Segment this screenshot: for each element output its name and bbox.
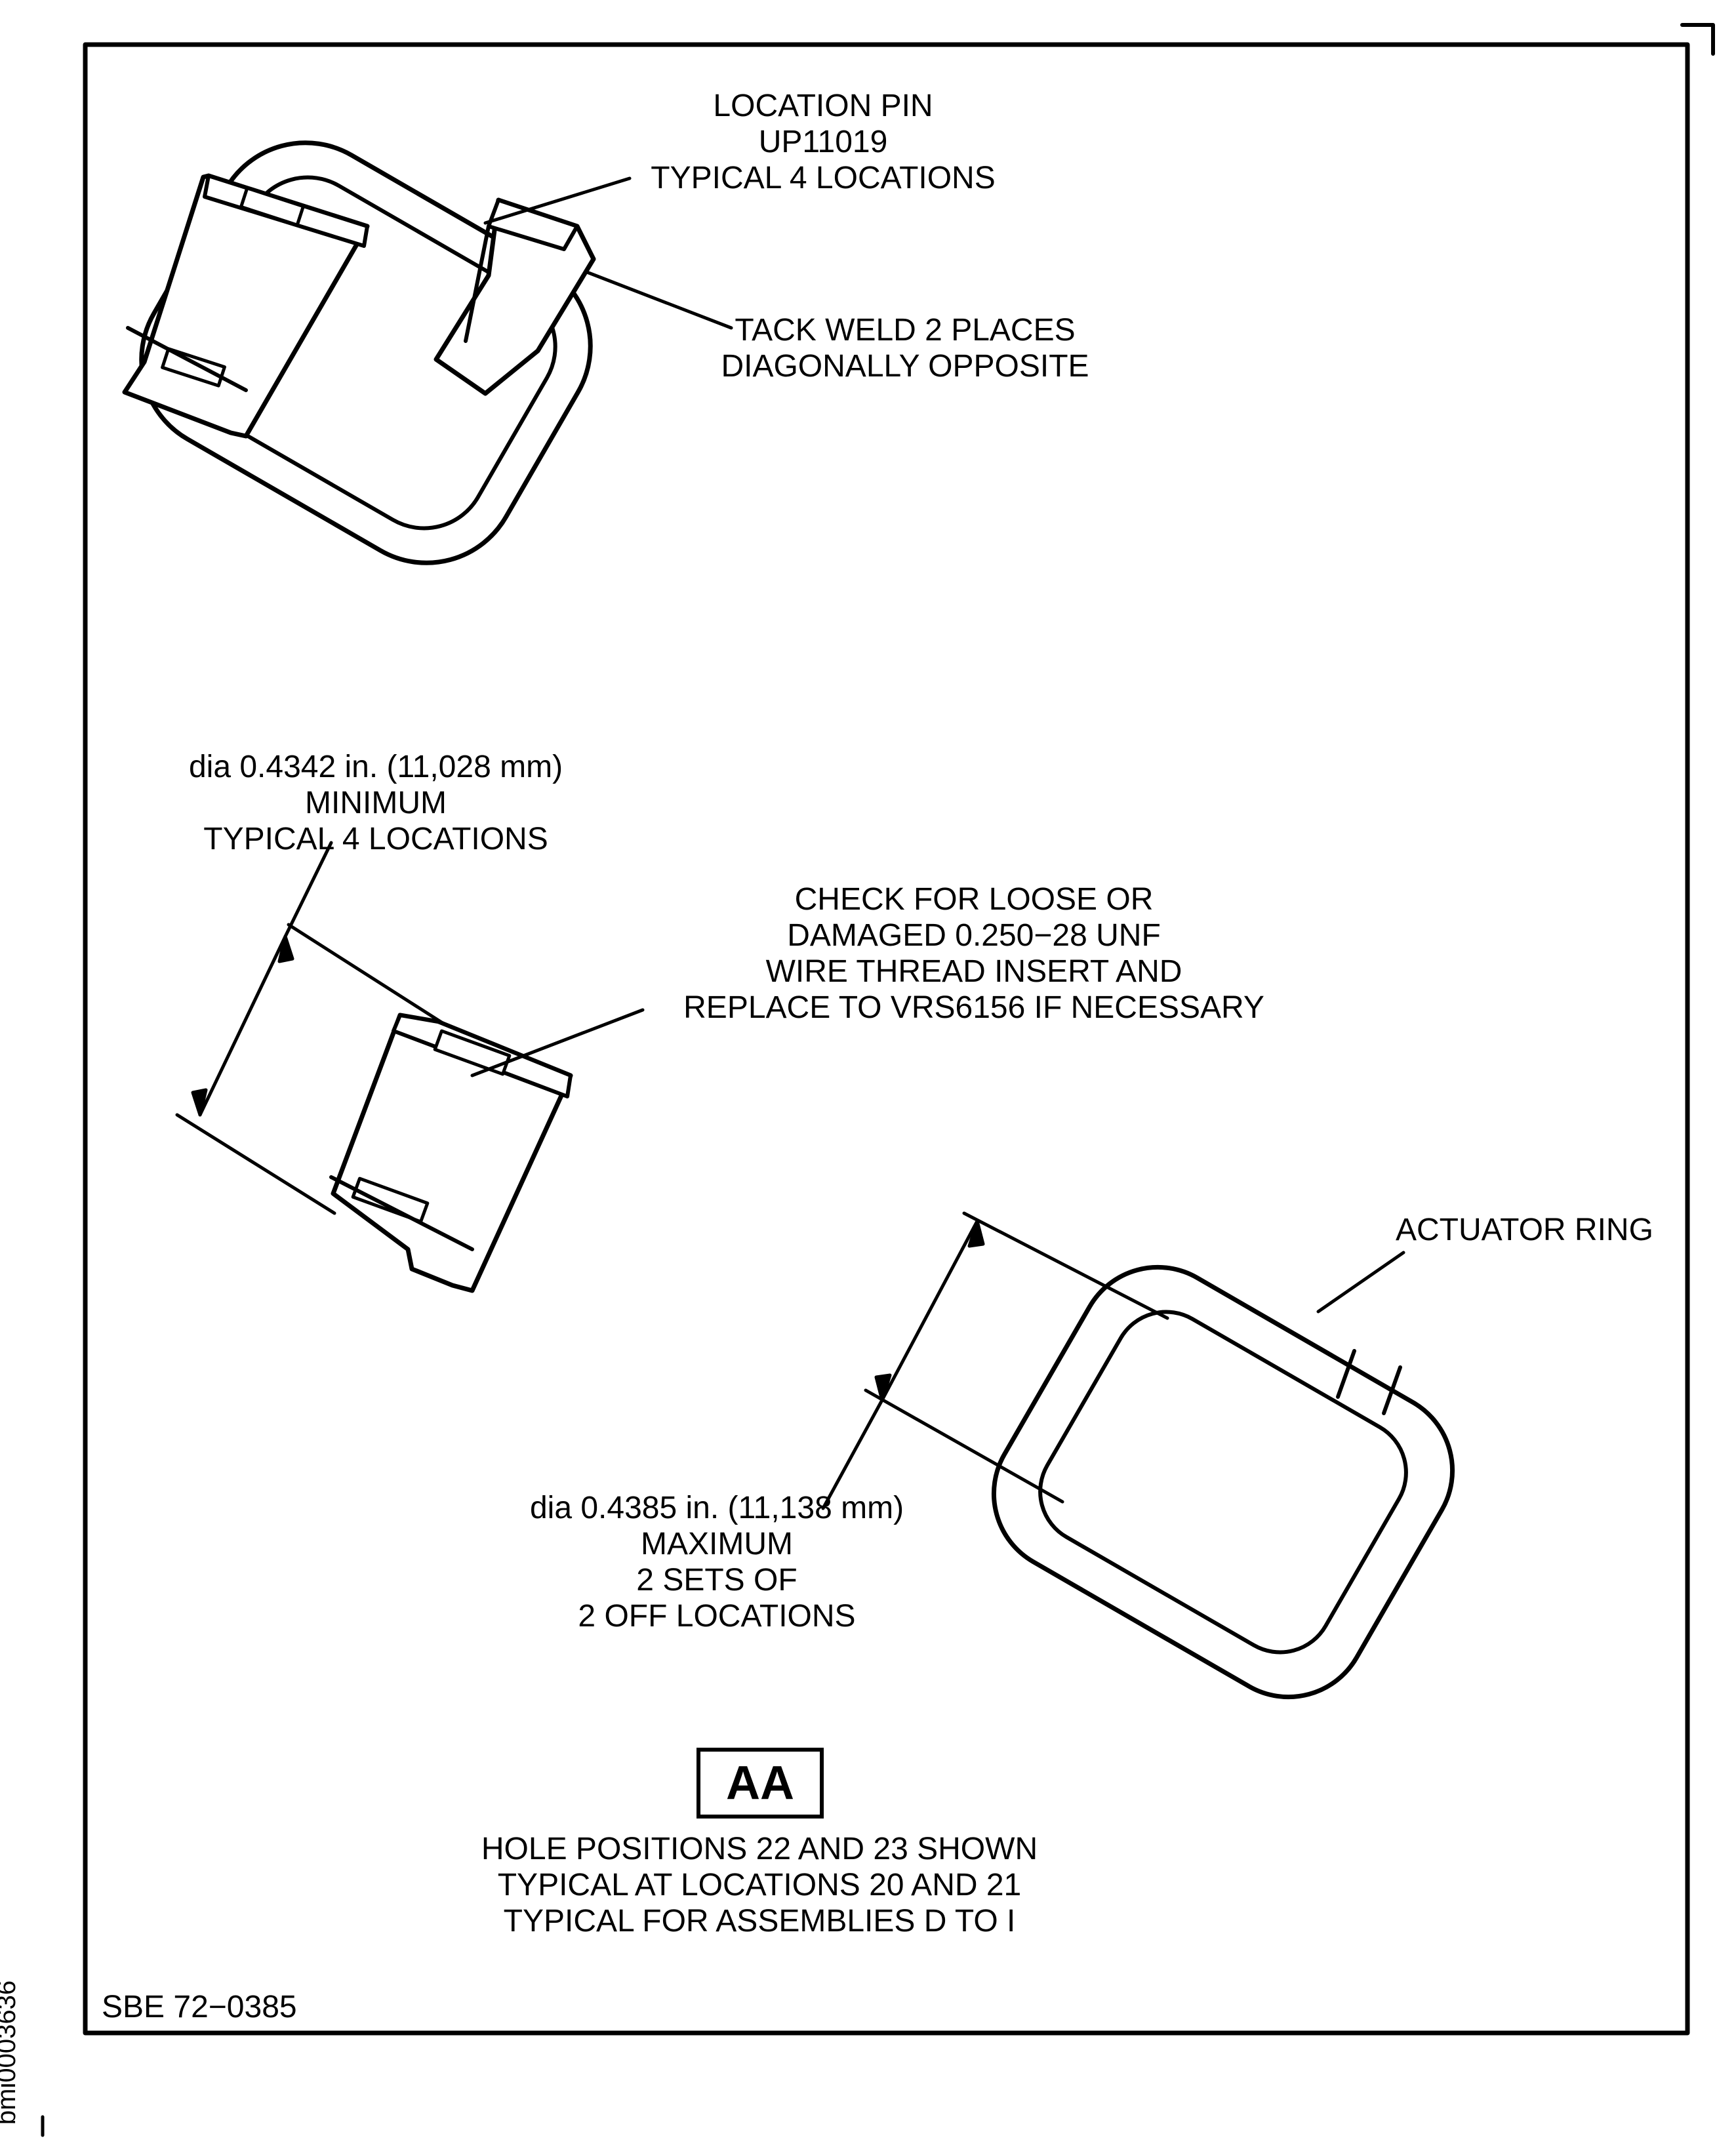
reference-number: SBE 72−0385 [102,1990,297,2024]
extension-line-lower [175,1113,336,1215]
extension-line-lower [864,1388,1064,1504]
insert-pin-assembly [329,1013,573,1293]
tack-weld-callout: TACK WELD 2 PLACES DIAGONALLY OPPOSITE [721,313,1089,384]
location-pin-callout: LOCATION PIN UP11019 TYPICAL 4 LOCATIONS [651,89,996,195]
location-pin-slot-top [239,186,305,227]
actuator-ring-inner [1038,1310,1408,1655]
arrowhead-lower [874,1373,892,1402]
arrowhead-upper [277,935,294,963]
max-dia-callout: dia 0.4385 in. (11,138 mm) MAXIMUM 2 SET… [529,1491,904,1634]
max-dia-dimension [821,1211,1169,1510]
figure-id: bmi0003636 [0,1980,21,2125]
leader-actuator-ring [1316,1251,1405,1314]
leader-tack-weld [585,270,733,330]
leader-min-dia [283,841,333,938]
corner-mark [1680,23,1715,56]
tack-weld-block [434,197,596,396]
sheet-border [83,42,1690,2036]
dimension-line [198,935,287,1117]
tack-weld-line [464,224,491,343]
view-label: AA [726,1757,794,1809]
actuator-ring-callout: ACTUATOR RING [1396,1213,1653,1247]
extension-line-upper [287,923,445,1025]
view-label-box: AA [696,1748,824,1819]
insert-pin-edge [329,1175,474,1251]
arrowhead-upper [967,1219,985,1248]
actuator-ring-outer [991,1264,1455,1700]
pin-ring-assembly [122,140,596,565]
tack-weld-face [487,198,579,251]
actuator-ring-assembly [991,1264,1455,1700]
min-dia-callout: dia 0.4342 in. (11,028 mm) MINIMUM TYPIC… [188,750,563,856]
dimension-line [880,1219,979,1402]
leader-max-dia [821,1398,884,1510]
actuator-ring-joint [1336,1349,1402,1415]
location-pin-edge [126,326,248,392]
leader-location-pin [483,176,632,225]
min-dia-dimension [175,841,445,1215]
arrowhead-lower [191,1088,208,1117]
extension-line-upper [962,1211,1169,1320]
view-notes: HOLE POSITIONS 22 AND 23 SHOWN TYPICAL A… [481,1832,1038,1939]
insert-slot-bottom [351,1176,430,1224]
check-insert-callout: CHECK FOR LOOSE OR DAMAGED 0.250−28 UNF … [683,882,1264,1025]
insert-slot-top [433,1029,512,1076]
leader-check-insert [470,1008,645,1077]
